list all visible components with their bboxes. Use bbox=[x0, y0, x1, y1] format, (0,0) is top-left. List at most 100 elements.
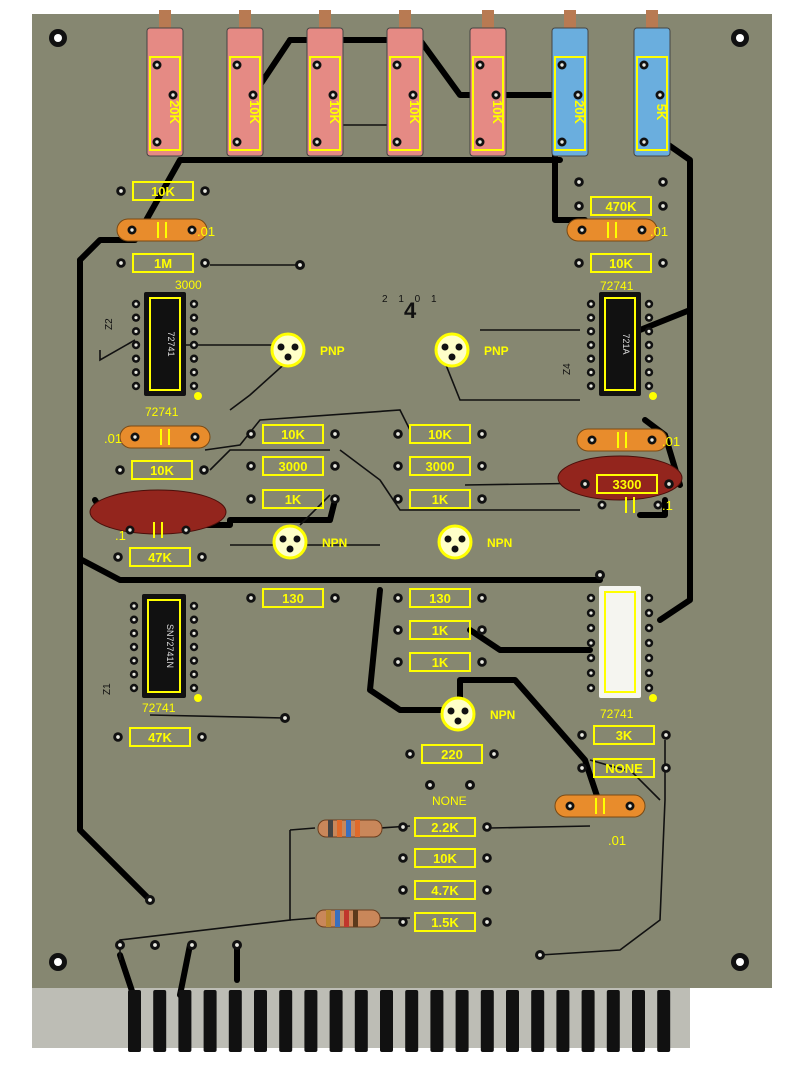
trimpot-screw bbox=[319, 10, 331, 32]
trimpot-screw bbox=[239, 10, 251, 32]
transistor-lead bbox=[461, 707, 469, 715]
resistor: 10K bbox=[115, 460, 209, 480]
pad-hole bbox=[134, 357, 138, 361]
trimpot: 5K bbox=[633, 10, 671, 157]
transistor-outline bbox=[440, 696, 476, 732]
resistor-label: 10K bbox=[151, 184, 175, 199]
resistor-band bbox=[328, 820, 333, 837]
ic-body bbox=[599, 292, 641, 396]
pad-hole bbox=[298, 263, 302, 267]
pad-hole bbox=[408, 752, 412, 756]
pad-hole bbox=[661, 261, 665, 265]
pad-hole bbox=[116, 555, 120, 559]
disc-capacitor: .1 bbox=[557, 455, 683, 513]
resistor: 4.7K bbox=[398, 880, 492, 900]
pad-hole bbox=[396, 628, 400, 632]
pad-hole bbox=[401, 856, 405, 860]
trimpot: 20K bbox=[551, 10, 589, 157]
pad-hole bbox=[658, 93, 662, 97]
disc-capacitor-body bbox=[557, 455, 683, 501]
pad-hole bbox=[132, 604, 136, 608]
pad-hole bbox=[478, 63, 482, 67]
transistor-lead bbox=[279, 535, 287, 543]
pad-hole bbox=[628, 804, 632, 808]
transistor-lead bbox=[291, 343, 299, 351]
resistor-annotation-box bbox=[262, 588, 324, 608]
pad-hole bbox=[249, 432, 253, 436]
trimpot-label: 10K bbox=[490, 100, 505, 124]
resistor-annotation-box bbox=[262, 456, 324, 476]
edge-finger bbox=[380, 990, 393, 1052]
resistor-label: 3300 bbox=[613, 477, 642, 492]
pad-hole bbox=[134, 384, 138, 388]
resistor-label: 10K bbox=[281, 427, 305, 442]
trimpot: 10K bbox=[469, 10, 507, 157]
resistor-label: 1K bbox=[432, 655, 449, 670]
trimpot-body bbox=[386, 27, 424, 157]
pad-hole bbox=[333, 464, 337, 468]
pad-hole bbox=[192, 659, 196, 663]
trimpot-body bbox=[226, 27, 264, 157]
resistor-annotation-box bbox=[593, 725, 655, 745]
pad-hole bbox=[647, 329, 651, 333]
pad-hole bbox=[192, 645, 196, 649]
capacitor-body bbox=[119, 425, 211, 449]
pad-hole bbox=[235, 943, 239, 947]
pin1-marker bbox=[649, 694, 657, 702]
pad-hole bbox=[589, 384, 593, 388]
pad-hole bbox=[576, 93, 580, 97]
pad-hole bbox=[190, 943, 194, 947]
trimpot-screw bbox=[399, 10, 411, 32]
transistor-lead bbox=[447, 707, 455, 715]
resistor-label: 47K bbox=[148, 730, 172, 745]
pad-hole bbox=[589, 343, 593, 347]
pad-hole bbox=[396, 497, 400, 501]
trace-top-loop bbox=[287, 37, 558, 98]
pad-hole bbox=[401, 825, 405, 829]
capacitor-label: .01 bbox=[662, 434, 680, 449]
pin1-marker bbox=[194, 694, 202, 702]
resistor-label: 2.2K bbox=[431, 820, 459, 835]
pad-hole bbox=[650, 438, 654, 442]
thin-trace bbox=[489, 825, 591, 829]
pad-hole bbox=[401, 920, 405, 924]
transistor-type-label: PNP bbox=[320, 344, 345, 358]
transistor-lead bbox=[455, 343, 463, 351]
pad-hole bbox=[200, 735, 204, 739]
pad-hole bbox=[396, 596, 400, 600]
trimpot-screw bbox=[646, 10, 658, 32]
capacitor-body bbox=[554, 794, 646, 818]
pad-hole bbox=[647, 357, 651, 361]
transistor-outline bbox=[434, 332, 470, 368]
pad-hole bbox=[411, 93, 415, 97]
pad-hole bbox=[249, 497, 253, 501]
resistor-annotation-box bbox=[409, 424, 471, 444]
pad-hole bbox=[480, 464, 484, 468]
pad-hole bbox=[235, 140, 239, 144]
mounting-hole-center bbox=[54, 34, 62, 42]
resistor-label: 10K bbox=[609, 256, 633, 271]
pad-hole bbox=[395, 140, 399, 144]
ic-body bbox=[599, 586, 641, 698]
pad-hole bbox=[202, 468, 206, 472]
edge-finger bbox=[606, 990, 620, 1052]
pad-hole bbox=[192, 329, 196, 333]
trimpot: 10K bbox=[306, 10, 344, 157]
edge-finger bbox=[455, 990, 469, 1052]
pad-hole bbox=[661, 204, 665, 208]
transistor: PNP bbox=[270, 332, 345, 368]
resistor: 3000 bbox=[393, 456, 487, 476]
trimpot-body bbox=[633, 27, 671, 157]
resistor-label: 1K bbox=[432, 492, 449, 507]
resistor: 130 bbox=[393, 588, 487, 608]
pad-hole bbox=[589, 370, 593, 374]
resistor-band bbox=[353, 910, 358, 927]
pad-hole bbox=[647, 611, 651, 615]
pad-hole bbox=[130, 228, 134, 232]
pad-hole bbox=[200, 555, 204, 559]
resistor-annotation-box bbox=[409, 588, 471, 608]
mounting-hole-center bbox=[736, 34, 744, 42]
pad-hole bbox=[640, 228, 644, 232]
